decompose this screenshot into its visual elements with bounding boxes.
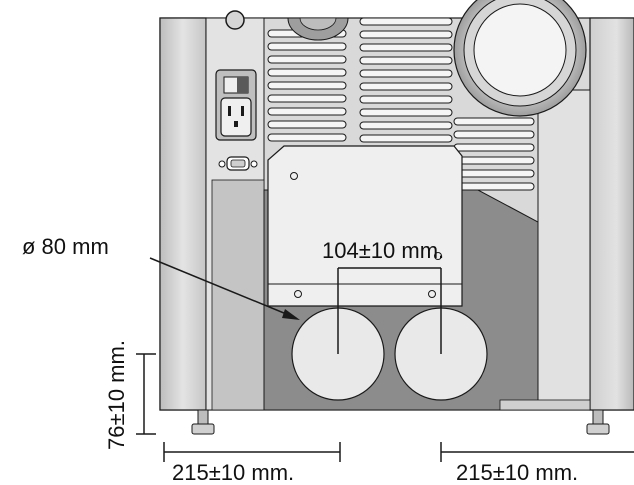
right-offset-label: 215±10 mm. (456, 460, 579, 485)
vent-slot (359, 69, 453, 78)
vent-slot (267, 107, 347, 116)
control-strip-inner (211, 179, 265, 411)
vent-slot (267, 42, 347, 51)
vent-slot (359, 17, 453, 26)
power-socket (220, 97, 252, 137)
vent-slot (453, 156, 535, 165)
vent-slot (359, 56, 453, 65)
vent-slot (359, 121, 453, 130)
vent-slot (359, 95, 453, 104)
vent-slot (359, 134, 453, 143)
pipe-spacing-label: 104±10 mm. (322, 238, 445, 263)
vent-slot (453, 130, 535, 139)
vent-slot (267, 55, 347, 64)
flue-opening (473, 3, 567, 97)
cover-plate (267, 145, 463, 307)
knob (225, 10, 245, 30)
rear-plate-step (499, 399, 591, 411)
vent-slot (359, 30, 453, 39)
vent-slot (267, 68, 347, 77)
vent-slot (453, 117, 535, 126)
vent-slot (267, 120, 347, 129)
vent-slot (453, 169, 535, 178)
pipe-height-label: 76±10 mm. (103, 340, 129, 450)
vent-slot (267, 94, 347, 103)
right-side-panel (589, 17, 634, 411)
vent-slot (453, 182, 535, 191)
diameter-leader (149, 257, 297, 319)
vent-slot (267, 81, 347, 90)
left-offset-label: 215±10 mm. (172, 460, 295, 485)
vent-slot (359, 43, 453, 52)
left-side-panel (159, 17, 207, 411)
vent-slot (359, 108, 453, 117)
leader-arrowhead (282, 309, 300, 320)
right-inner-column (537, 89, 591, 411)
vent-slot (359, 82, 453, 91)
pipe-diameter-label: ø 80 mm (22, 234, 109, 259)
vent-slot (453, 143, 535, 152)
vent-slot (267, 133, 347, 142)
